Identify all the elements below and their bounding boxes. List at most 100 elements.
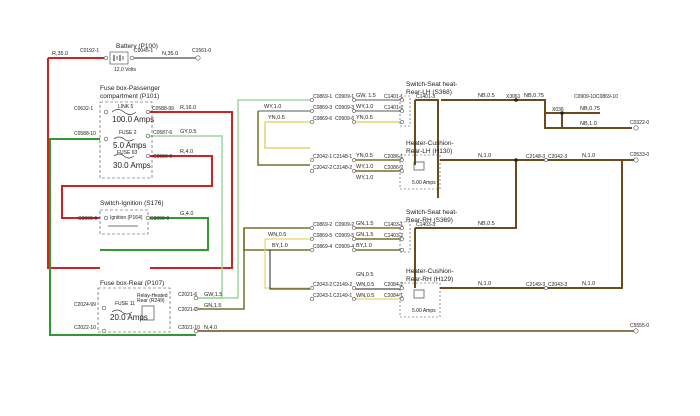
battery-rating: 12.0 Volts [114, 67, 136, 73]
relay-title-1: Relay-Heated [137, 293, 168, 299]
heater-rh [399, 282, 441, 318]
conn-c1403-2: C1403-2 [384, 233, 403, 239]
conn-c0869-6: C0869-6 [313, 116, 332, 122]
wire-label-r40: R,4.0 [180, 149, 193, 155]
conn-c2148-3: C2148-3 [526, 154, 545, 160]
conn-c1403-3: C1403-3 [416, 222, 435, 228]
wire-label-n10-c: N,1.0 [478, 281, 491, 287]
seat-sw-lh-title-2: Rear-LH (S368) [406, 89, 452, 96]
conn-c2022-10: C2022-10 [74, 325, 96, 331]
wire-label-gy05: GY,0.5 [180, 129, 196, 135]
conn-c1561-0: C1561-0 [192, 48, 211, 54]
wire-nb-lh [414, 99, 632, 198]
wire-label-g40: G,4.0 [180, 211, 193, 217]
conn-c0588-99: C0588-99 [152, 106, 174, 112]
wire-r16 [150, 111, 233, 269]
wire-label-nb05-b: NB,0.5 [478, 221, 495, 227]
wire-label-wn05-a: WN,0.5 [268, 232, 286, 238]
wire-label-wy10-c: WY,1.0 [356, 164, 373, 170]
conn-c0909-4: C0909-4 [335, 244, 354, 250]
wire-gn15 [196, 227, 310, 310]
wire-label-by10-a: BY,1.0 [272, 243, 288, 249]
wire-n10-rh [440, 159, 636, 289]
conn-c0587-6: C0587-6 [153, 130, 172, 136]
conn-c1401-2: C1401-2 [384, 105, 403, 111]
wire-label-gn15-b: GN,1.5 [356, 221, 373, 227]
wire-lh-link [257, 111, 400, 172]
fuse-pass-title-1: Fuse box-Passenger [100, 85, 161, 92]
battery-title: Battery (P100) [116, 43, 158, 50]
conn-c1401-3: C1401-3 [416, 94, 435, 100]
conn-c2021-10: C2021-10 [178, 325, 200, 331]
heater-lh [399, 154, 441, 190]
fuse-rear-rating: 20.0 Amps [110, 313, 148, 322]
conn-c2043-2: C2043-2 [313, 282, 332, 288]
wire-label-gn05: GN,0.5 [356, 272, 373, 278]
conn-c2042-3: C2042-3 [548, 154, 567, 160]
wires [47, 57, 636, 336]
wire-label-wn05-b: WN,0.5 [356, 282, 374, 288]
wire-label-yn05-c: YN,0.5 [356, 153, 373, 159]
conn-c2024-99: C2024-99 [74, 302, 96, 308]
conn-c0045-1: C0045-1 [134, 48, 153, 54]
wire-label-gw15-b: GW, 1.5 [356, 93, 376, 99]
seat-sw-rh-title-2: Rear-RH (S369) [406, 217, 453, 224]
ignition-switch [99, 209, 149, 235]
fuse-box-passenger [99, 101, 153, 179]
seat-sw-lh-title-1: Switch-Seat heat- [406, 81, 457, 88]
conn-c2021-7: C2021-7 [178, 307, 197, 313]
conn-c0099-6: C0099-6 [78, 216, 97, 222]
conn-c0909-10: C0909-10 [574, 94, 596, 100]
wire-label-nb075-a: NB,0.75 [524, 93, 544, 99]
conn-c0192-1: C0192-1 [80, 48, 99, 54]
wire-label-r35: R,35.0 [52, 51, 68, 57]
conn-c0589-5: C0589-5 [153, 154, 172, 160]
ignition-inner: Ignition (P164) [110, 215, 143, 221]
wire-label-wy10-d: WY,1.0 [356, 175, 373, 181]
conn-c0869-1: C0869-1 [313, 94, 332, 100]
fuse-box-rear [97, 287, 171, 333]
conn-c0909-3: C0909-3 [335, 105, 354, 111]
conn-c2149-3: C2149-3 [526, 282, 545, 288]
wire-label-wy10-b: WY,1.0 [356, 104, 373, 110]
heater-rh-rating: 5.00 Amps [412, 308, 436, 314]
conn-c5555-0: C5555-0 [630, 323, 649, 329]
ignition-title: Switch-Ignition (S176) [100, 200, 164, 207]
wire-label-n10-d: N,1.0 [582, 281, 595, 287]
wire-label-n35: N,35.0 [162, 51, 178, 57]
conn-x3061: X3061 [506, 94, 521, 100]
wire-label-yn05-a: YN,0.5 [268, 115, 285, 121]
wire-label-by10-b: BY,1.0 [356, 243, 372, 249]
heater-lh-title-1: Heater-Cushion- [406, 140, 454, 147]
wire-label-r16: R,16.0 [180, 105, 196, 111]
fuse-link-label: LINK 5 [118, 104, 134, 110]
wire-rh-wn [264, 238, 400, 300]
fuse2-rating: 5.0 Amps [113, 141, 146, 150]
wire-green-loop [49, 138, 209, 336]
conn-c0099-9: C0099-9 [150, 216, 169, 222]
wire-labels: R,35.0 N,35.0 R,16.0 GY,0.5 R,4.0 G,4.0 … [52, 51, 600, 331]
wire-rh-by [269, 250, 400, 290]
wire-gw15 [196, 99, 310, 299]
conn-c0909-2: C0909-2 [335, 222, 354, 228]
wire-label-gn15-c: GN,1.5 [356, 232, 373, 238]
seat-sw-rh-title-1: Switch-Seat heat- [406, 209, 457, 216]
conn-c1403-1: C1403-1 [384, 222, 403, 228]
conn-c0322-0: C0322-0 [630, 120, 649, 126]
fuse-rear-fuse: FUSE 11 [115, 301, 135, 307]
relay-symbol [141, 305, 155, 321]
fuse-link-rating: 100.0 Amps [112, 115, 154, 124]
wire-r35 [47, 57, 108, 269]
wire-r40 [61, 155, 213, 219]
conn-c0909-5: C0909-5 [335, 233, 354, 239]
relay-title-2: Rear (R249) [137, 298, 165, 304]
conn-c0869-10: C0869-10 [596, 94, 618, 100]
wire-label-n10-b: N,1.0 [582, 153, 595, 159]
connector-pins [101, 55, 639, 334]
fuse2-label: FUSE 2 [119, 130, 137, 136]
seat-switch-rh [399, 221, 411, 253]
conn-c2043-3: C2043-3 [548, 282, 567, 288]
seat-switch-lh [399, 95, 411, 127]
wire-label-wn05-c: WN,0.5 [356, 293, 374, 299]
